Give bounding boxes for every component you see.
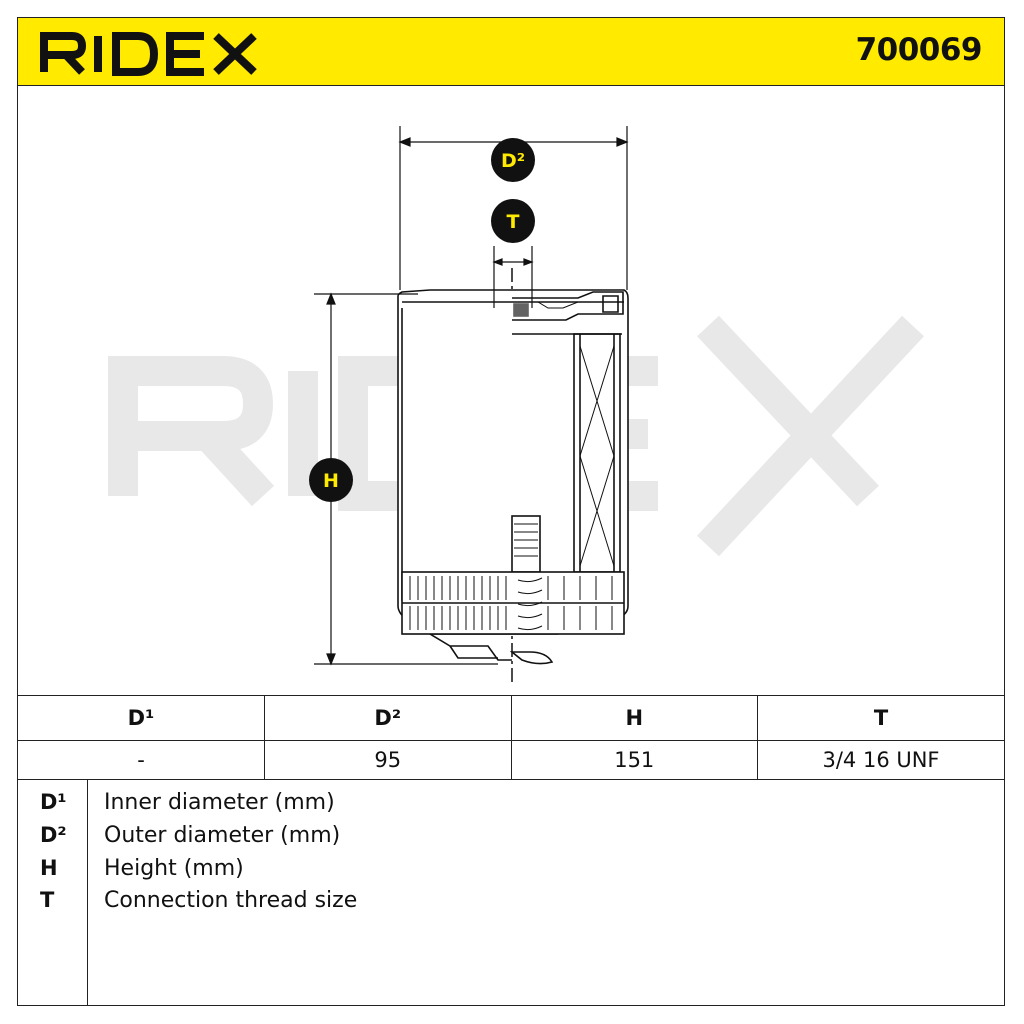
marker-thread: T (491, 199, 535, 243)
legend-text: Height (mm) (104, 856, 244, 881)
spec-value-t: 3/4 16 UNF (757, 740, 1004, 780)
legend-item: T Connection thread size (18, 888, 1004, 920)
marker-outer-diameter: D² (491, 138, 535, 182)
legend-item: D² Outer diameter (mm) (18, 823, 1004, 855)
thread-dimension (492, 246, 534, 308)
spec-value-d1: - (18, 740, 265, 780)
spec-value-h: 151 (510, 740, 758, 780)
spec-header-d1: D¹ (18, 695, 265, 741)
legend-key: H (40, 856, 58, 880)
marker-label-h: H (323, 470, 339, 492)
filter-drawing: D² T H (108, 126, 924, 686)
legend-divider (87, 780, 88, 1005)
filter-body (397, 289, 629, 665)
spec-header-h: H (510, 695, 758, 741)
drawing-sheet: 700069 (17, 17, 1005, 1006)
legend-text: Outer diameter (mm) (104, 823, 341, 848)
legend: D¹ Inner diameter (mm) D² Outer diameter… (18, 780, 1004, 1005)
legend-text: Inner diameter (mm) (104, 790, 335, 815)
legend-text: Connection thread size (104, 888, 358, 913)
header-bar: 700069 (18, 18, 1004, 86)
spec-table: D¹ D² H T - 95 151 3/4 16 UNF (18, 695, 1004, 780)
spec-value-d2: 95 (264, 740, 512, 780)
spec-header-row: D¹ D² H T (18, 695, 1004, 741)
spec-header-d2: D² (264, 695, 512, 741)
legend-key: D¹ (40, 790, 67, 814)
legend-key: D² (40, 823, 67, 847)
part-number: 700069 (855, 32, 983, 68)
legend-key: T (40, 888, 55, 912)
marker-label-d2: D² (501, 150, 525, 172)
legend-item: H Height (mm) (18, 856, 1004, 888)
ridex-logo (40, 32, 257, 76)
marker-label-t: T (507, 211, 520, 233)
legend-item: D¹ Inner diameter (mm) (18, 790, 1004, 822)
spec-value-row: - 95 151 3/4 16 UNF (18, 740, 1004, 780)
marker-height: H (309, 458, 353, 502)
spec-header-t: T (757, 695, 1004, 741)
